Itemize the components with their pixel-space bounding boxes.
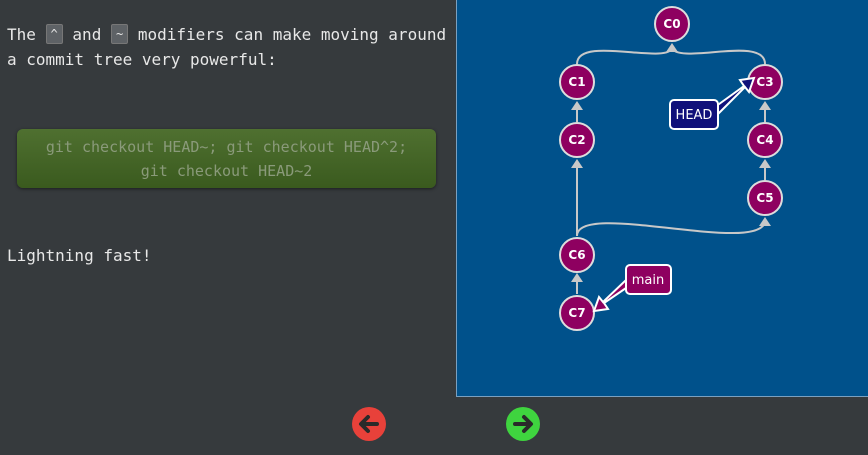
main-ref-tag [625,264,672,295]
command-box[interactable]: git checkout HEAD~; git checkout HEAD^2;… [17,129,436,188]
commit-c0[interactable] [654,6,690,42]
main-ref-arrow [592,278,631,313]
commit-tree-graph: C0 C1 C2 C3 C4 C5 C6 C7 HEAD main [559,6,783,331]
commit-c7[interactable] [559,295,595,331]
arrowhead-c2 [571,159,583,168]
edge-c6-c5 [576,221,766,237]
commit-c4[interactable] [747,122,783,158]
command-line-2: git checkout HEAD~2 [140,162,313,180]
lesson-text-pane: The ^ and ~ modifiers can make moving ar… [0,0,456,400]
forward-button[interactable] [505,406,541,442]
commit-c7-label: C7 [568,306,585,320]
commit-c1[interactable] [559,64,595,100]
back-button[interactable] [351,406,387,442]
edge-c3-c0 [671,47,766,65]
commit-c3-label: C3 [756,75,773,89]
arrowhead-c5 [759,217,771,226]
commit-c0-label: C0 [663,17,680,31]
commit-c6[interactable] [559,237,595,273]
head-ref-tag [669,99,719,130]
head-ref-label: HEAD [676,108,713,123]
intro-text-and: and [72,25,102,44]
arrowhead-c4 [759,159,771,168]
commit-c5[interactable] [747,180,783,216]
edge-c1-c0 [576,47,673,65]
commit-c6-label: C6 [568,248,585,262]
main-ref-label: main [632,273,664,288]
tilde-modifier-code: ~ [110,24,129,44]
commit-c2-label: C2 [568,133,585,147]
head-ref-arrow [713,76,756,115]
arrowhead-c6 [571,273,583,282]
arrow-right-icon [506,407,540,441]
caret-modifier-code: ^ [45,24,63,44]
arrowhead-c3 [759,101,771,110]
arrowhead-c0-left [666,43,678,52]
intro-text-before: The [7,25,36,44]
head-ref[interactable]: HEAD [669,76,756,130]
commit-c5-label: C5 [756,191,773,205]
main-ref[interactable]: main [592,264,672,313]
commit-c4-label: C4 [756,133,773,147]
arrow-left-icon [352,407,386,441]
commit-tree-canvas: C0 C1 C2 C3 C4 C5 C6 C7 HEAD main [456,0,868,397]
outro-text: Lightning fast! [7,246,152,265]
arrowhead-c1 [571,101,583,110]
command-line-1: git checkout HEAD~; git checkout HEAD^2; [45,138,408,156]
intro-paragraph: The ^ and ~ modifiers can make moving ar… [7,22,447,72]
commit-c2[interactable] [559,122,595,158]
intro-text-after: modifiers can make moving around a commi… [7,25,447,69]
commit-c1-label: C1 [568,75,585,89]
